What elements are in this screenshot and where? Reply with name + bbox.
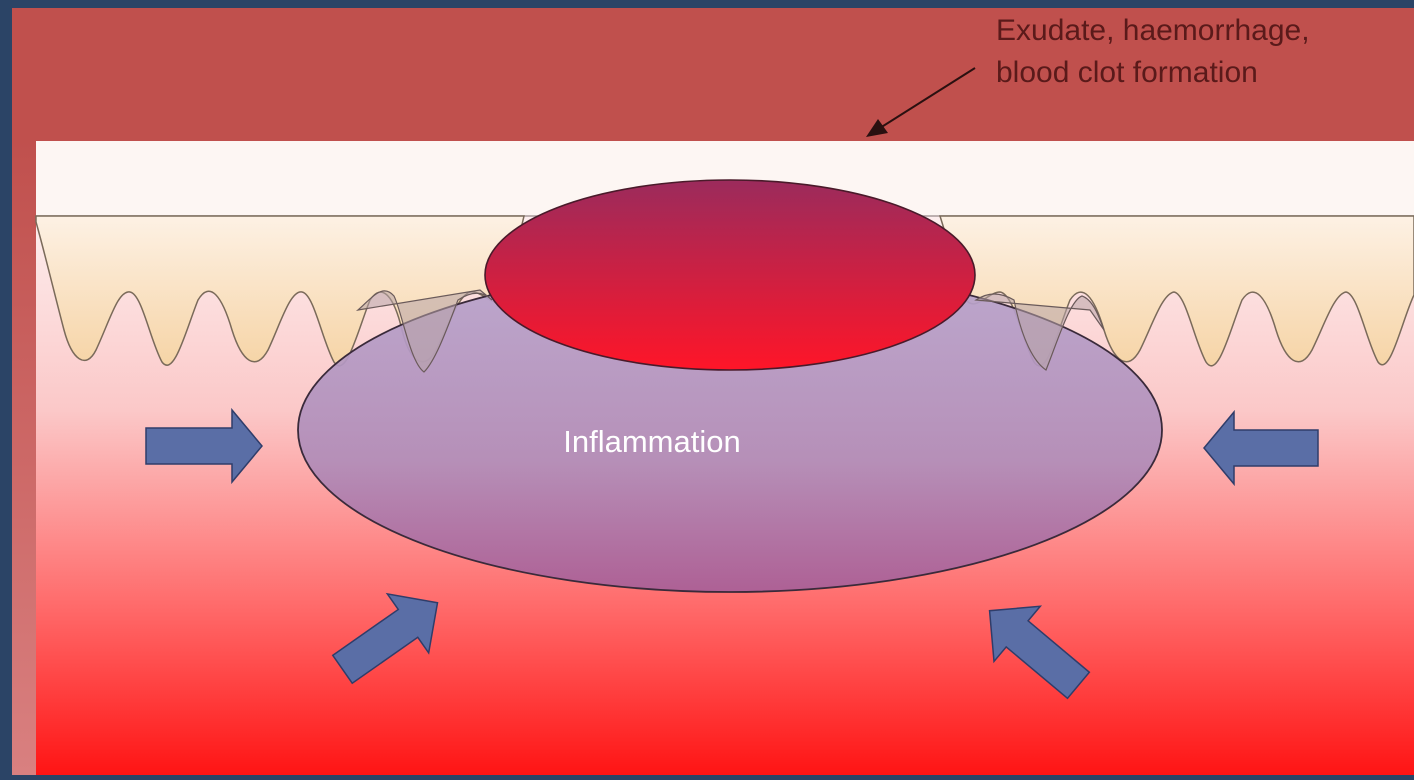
callout-line-2: blood clot formation <box>996 56 1258 89</box>
inflammation-label: Inflammation <box>563 424 740 459</box>
blood-clot <box>485 180 975 370</box>
callout-line-1: Exudate, haemorrhage, <box>996 14 1310 47</box>
left-edge-strip <box>12 140 36 775</box>
